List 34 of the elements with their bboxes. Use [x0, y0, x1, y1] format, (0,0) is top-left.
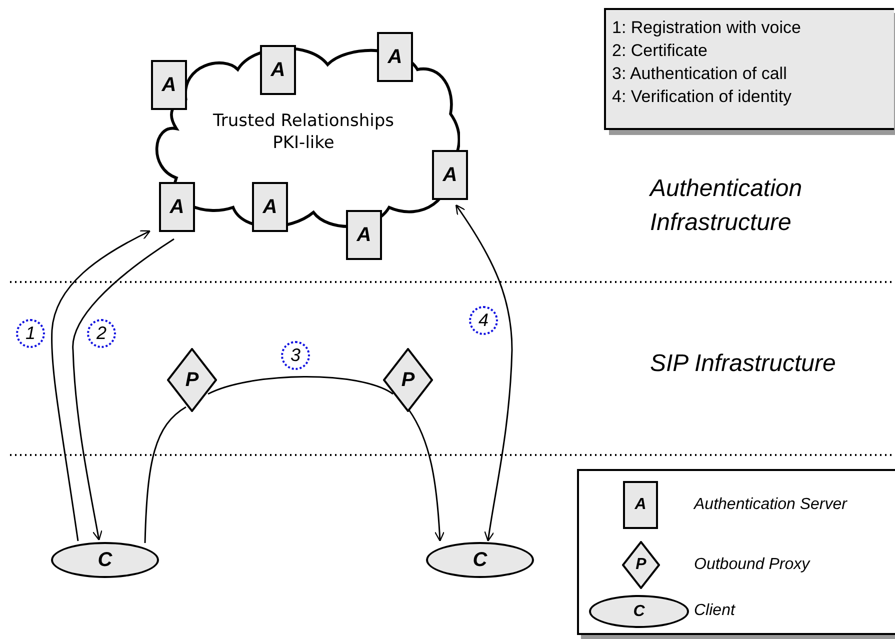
arrow [455, 204, 513, 542]
server-box: A [252, 182, 288, 232]
client-ellipse: C [426, 542, 534, 578]
key-entry: 1: Registration with voice [612, 17, 801, 39]
proxy-diamond: P [167, 348, 217, 412]
proxy-diamond: P [383, 348, 433, 412]
proxy-legend-symbol: P [622, 541, 660, 589]
server-box: A [159, 182, 195, 232]
arrow [72, 238, 174, 541]
server-box: A [432, 150, 468, 200]
zone-label: SIP Infrastructure [650, 349, 837, 379]
server-box: A [260, 45, 296, 95]
step-number: 4 [469, 306, 498, 335]
legend-text: Outbound Proxy [694, 555, 810, 575]
connector-line [208, 376, 394, 395]
arrow [408, 410, 445, 542]
server-box: A [151, 60, 187, 110]
zone-label: Authentication Infrastructure [650, 174, 804, 238]
step-number: 2 [87, 319, 116, 348]
step-number: 3 [281, 341, 310, 370]
legend-text: Authentication Server [694, 495, 847, 515]
client-ellipse: C [51, 542, 159, 578]
key-entry: 2: Certificate [612, 40, 708, 62]
server-box: A [346, 210, 382, 260]
arrow [51, 230, 151, 542]
key-entry: 4: Verification of identity [612, 86, 792, 108]
server-box: A [377, 32, 413, 82]
connector-line [144, 406, 186, 544]
server-legend-symbol: A [623, 481, 658, 529]
legend-text: Client [694, 601, 735, 621]
client-legend-symbol: C [589, 595, 689, 628]
key-entry: 3: Authentication of call [612, 63, 787, 85]
cloud-label: Trusted Relationships PKI-like [212, 110, 396, 154]
step-number: 1 [16, 319, 45, 348]
